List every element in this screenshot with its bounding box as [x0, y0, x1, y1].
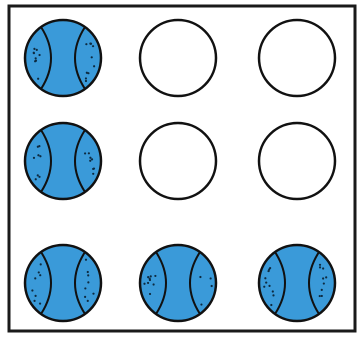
empty-circle-icon: [259, 123, 335, 199]
empty-circle-icon: [259, 20, 335, 96]
tennis-ball-icon: [25, 123, 101, 199]
empty-circle-icon: [140, 20, 216, 96]
circle-grid: [25, 20, 335, 321]
tennis-ball-icon: [25, 245, 101, 321]
empty-circle-icon: [140, 123, 216, 199]
tennis-ball-icon: [259, 245, 335, 321]
tennis-ball-icon: [25, 20, 101, 96]
tennis-ball-icon: [140, 245, 216, 321]
